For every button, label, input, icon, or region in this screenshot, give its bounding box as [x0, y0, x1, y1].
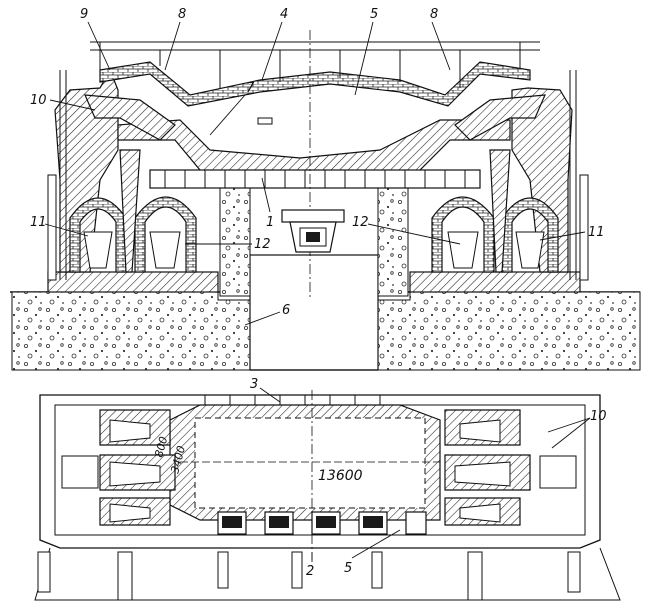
support-legs [34, 547, 621, 601]
plan-leaders [259, 387, 591, 562]
callout-8: 8 [178, 7, 186, 22]
callout-6: 6 [282, 303, 290, 318]
callout-1: 1 [266, 215, 274, 230]
right-pillar [489, 149, 511, 273]
callout-2: 2 [306, 564, 314, 579]
callout-10: 10 [590, 409, 607, 424]
left-arches [69, 196, 197, 273]
callout-12: 12 [352, 215, 369, 230]
right-regenerator-base [409, 271, 581, 293]
girder-ribs [164, 170, 466, 188]
hearth [117, 119, 511, 179]
callout-8: 8 [430, 7, 438, 22]
dimension-800: 800 [152, 435, 170, 459]
callout-5: 5 [344, 561, 352, 576]
back-wall-ribs [204, 395, 381, 405]
left-foundation [11, 291, 251, 371]
charging-machine [281, 209, 345, 253]
left-buckstay [47, 174, 57, 281]
left-uptake [84, 94, 176, 141]
right-buckstay [579, 174, 589, 281]
right-arches [431, 196, 559, 273]
callout-12: 12 [254, 237, 271, 252]
plan-view: 800 3400 13600 3 10 2 5 [34, 377, 621, 601]
section-view: 9 8 4 5 8 10 7 1 11 12 12 11 6 [10, 7, 641, 371]
charging-doors [217, 511, 427, 535]
left-column [219, 187, 251, 297]
right-ports [444, 409, 577, 526]
bath-working-space [194, 417, 426, 509]
pit [249, 254, 379, 371]
callout-7: 7 [246, 81, 255, 96]
callout-4: 4 [280, 7, 288, 22]
callout-5: 5 [370, 7, 378, 22]
callout-11: 11 [588, 225, 605, 240]
roof [99, 61, 531, 107]
right-column [377, 187, 409, 297]
section-leaders [44, 21, 586, 326]
hearth-girder [149, 169, 481, 189]
left-pillar [119, 149, 141, 273]
callout-11: 11 [30, 215, 47, 230]
left-regenerator-base [47, 271, 219, 293]
callout-9: 9 [80, 7, 88, 22]
left-ports [61, 409, 176, 526]
callout-3: 3 [250, 377, 258, 392]
small-fitting [257, 117, 273, 125]
right-foundation [377, 291, 641, 371]
roof-frame [59, 41, 577, 280]
right-uptake [454, 94, 546, 141]
dimension-13600: 13600 [318, 468, 363, 484]
callout-10: 10 [30, 93, 47, 108]
